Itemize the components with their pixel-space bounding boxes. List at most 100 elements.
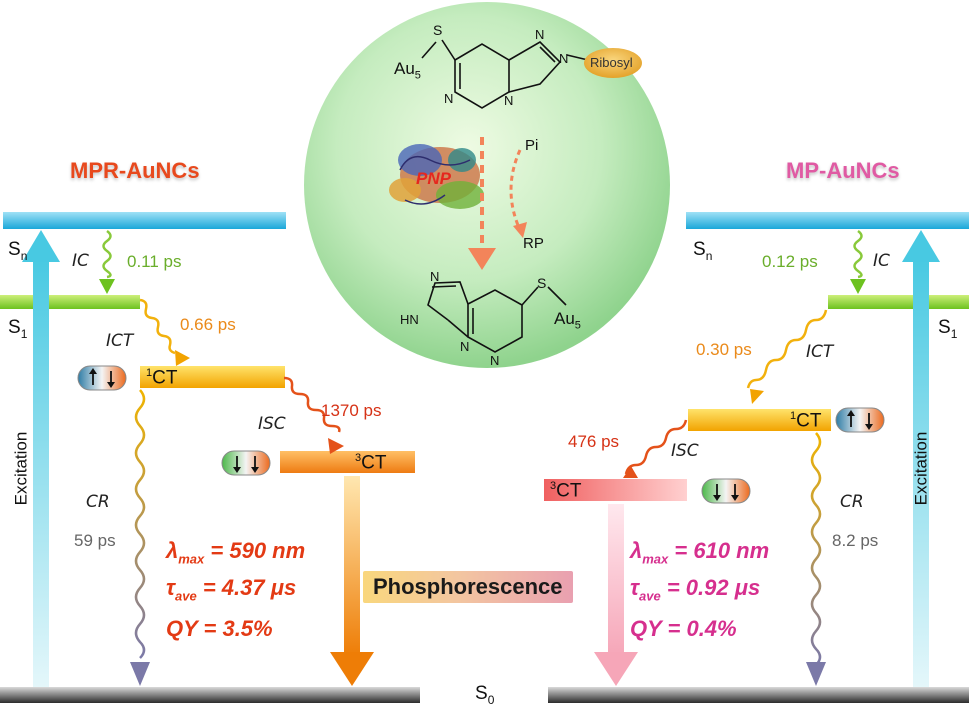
right-ic-head [850, 279, 866, 294]
bottom-au5-label: Au5 [554, 309, 581, 332]
left-1ct-level [140, 366, 285, 388]
right-isc-time: 476 ps [568, 432, 620, 451]
left-excitation-head [22, 230, 60, 262]
right-1ct-level [688, 409, 831, 431]
left-ict-wave [139, 298, 176, 355]
left-title: MPR-AuNCs [70, 158, 200, 183]
right-excitation-head [902, 230, 940, 262]
right-ic-label: IC [873, 251, 890, 271]
bottom-ring-n1: N [430, 269, 440, 284]
spin-icon-left-1ct [77, 365, 127, 391]
top-s-label: S [433, 22, 443, 38]
left-sn-level [3, 212, 286, 229]
pi-label: Pi [525, 137, 539, 154]
left-ic-head [99, 279, 115, 294]
right-cr-wave [810, 432, 822, 666]
left-cr-wave [134, 389, 146, 659]
top-ring-n2: N [504, 93, 514, 108]
right-ic-wave [853, 229, 863, 279]
bottom-ring-n3: N [490, 353, 500, 368]
rp-label: RP [523, 235, 544, 252]
right-qy: QY = 0.4% [630, 616, 737, 641]
left-qy: QY = 3.5% [166, 616, 273, 641]
left-ic-wave [102, 229, 112, 279]
left-excitation-label: Excitation [11, 431, 31, 506]
right-s0-level [548, 687, 969, 703]
left-ic-label: IC [72, 251, 89, 271]
top-ring-n1: N [444, 91, 454, 106]
bottom-s-label: S [537, 275, 547, 291]
enzyme-sphere [304, 2, 670, 368]
left-isc-label: ISC [258, 414, 286, 434]
top-ring-n4: N [559, 51, 569, 66]
right-3ct-label: 3CT [550, 480, 582, 502]
ribosyl-oval [584, 48, 642, 78]
left-lambda-max: λmax = 590 nm [166, 538, 306, 567]
left-cr-head [130, 662, 150, 686]
left-tau-ave: τave = 4.37 μs [166, 575, 297, 604]
right-ic-time: 0.12 ps [762, 252, 818, 271]
right-cr-label: CR [840, 492, 864, 512]
bottom-molecule-structure [427, 281, 567, 353]
right-lambda-max: λmax = 610 nm [630, 538, 770, 567]
left-s1-label: S1 [8, 317, 28, 341]
left-isc-wave [283, 376, 341, 433]
left-cr-label: CR [86, 492, 110, 512]
top-molecule-structure [421, 39, 589, 109]
right-phos-shaft [608, 504, 624, 656]
pnp-label: PNP [416, 169, 451, 188]
right-sn-label: Sn [693, 239, 713, 263]
center-dashed-arrow-head [468, 248, 496, 270]
bottom-ring-n2: N [460, 339, 470, 354]
right-isc-wave [624, 419, 688, 475]
right-isc-head [623, 466, 638, 478]
left-s0-level [0, 687, 420, 703]
right-1ct-label: 1CT [790, 410, 822, 432]
left-ict-time: 0.66 ps [180, 315, 236, 334]
right-isc-label: ISC [671, 441, 699, 461]
pi-rp-curved-arrow [509, 149, 522, 231]
left-isc-head [328, 438, 344, 454]
left-ict-head [175, 350, 190, 366]
right-s1-label: S1 [938, 317, 958, 341]
left-isc-time: 1370 ps [321, 401, 382, 420]
left-ic-time: 0.11 ps [127, 252, 182, 271]
s0-label: S0 [475, 683, 495, 707]
right-excitation-label: Excitation [911, 431, 931, 506]
left-phos-shaft [344, 476, 360, 656]
right-ict-head [750, 389, 764, 404]
left-cr-time: 59 ps [74, 531, 116, 550]
phosphorescence-banner: Phosphorescence [363, 571, 573, 603]
left-ict-label: ICT [106, 331, 134, 351]
right-phos-head [594, 652, 638, 686]
left-phos-head [330, 652, 374, 686]
spin-icon-right-1ct [835, 407, 885, 433]
right-3ct-level [544, 479, 687, 501]
right-sn-level [686, 212, 969, 229]
right-cr-time: 8.2 ps [832, 531, 879, 550]
top-ring-n3: N [535, 27, 545, 42]
left-excitation-shaft [33, 258, 49, 698]
left-1ct-label: 1CT [146, 367, 178, 389]
right-cr-head [806, 662, 826, 686]
bottom-hn-label: HN [400, 312, 419, 327]
pi-rp-arrow-head [513, 222, 527, 238]
right-ict-wave [746, 309, 828, 389]
right-title: MP-AuNCs [786, 158, 900, 183]
right-tau-ave: τave = 0.92 μs [630, 575, 761, 604]
left-3ct-level [280, 451, 415, 473]
right-ict-label: ICT [806, 342, 834, 362]
spin-icon-left-3ct [221, 450, 271, 476]
left-s1-level [0, 295, 140, 309]
spin-icon-right-3ct [701, 478, 751, 504]
top-au5-label: Au5 [394, 59, 421, 82]
left-sn-label: Sn [8, 239, 28, 263]
right-excitation-shaft [913, 258, 929, 698]
ribosyl-label: Ribosyl [590, 55, 633, 70]
pnp-protein-icon [389, 144, 484, 209]
right-s1-level [828, 295, 969, 309]
right-ict-time: 0.30 ps [696, 340, 752, 359]
left-3ct-label: 3CT [355, 452, 387, 474]
